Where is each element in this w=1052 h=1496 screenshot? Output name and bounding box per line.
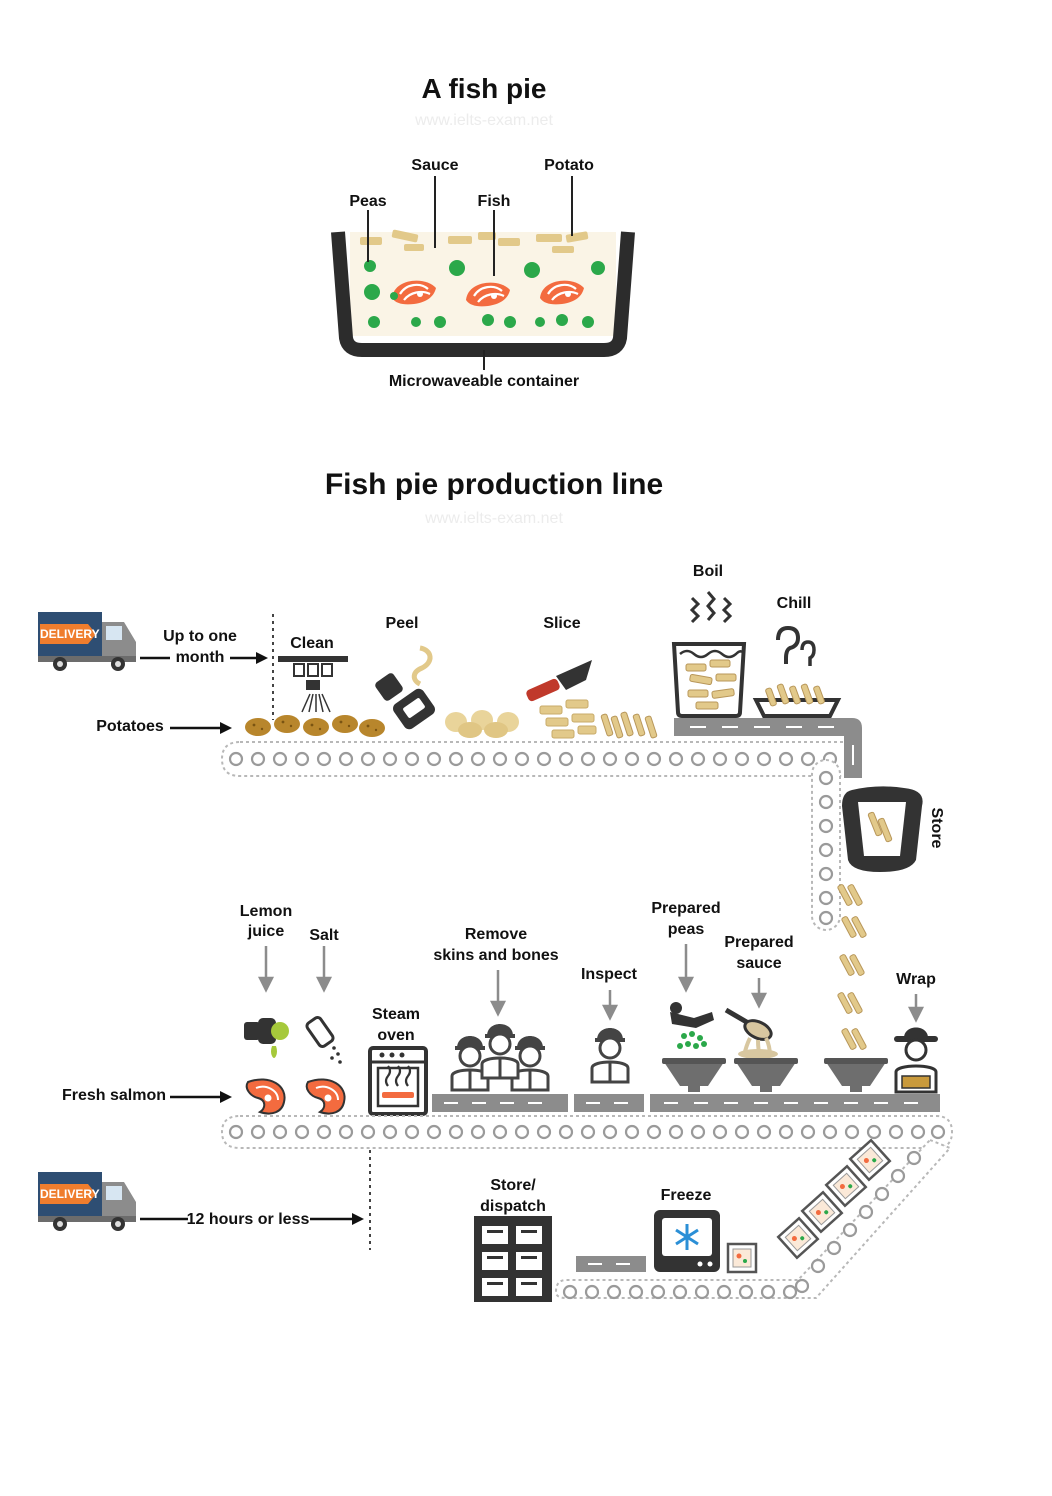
- step-prepared-peas-line1: Prepared: [651, 900, 720, 917]
- potato-delivery-time-line2: month: [176, 649, 225, 666]
- funnel-potatoes: [824, 1058, 888, 1092]
- step-lemon-juice-line2: juice: [247, 923, 285, 940]
- freezer-icon: [654, 1210, 720, 1272]
- workers-remove-icon: [450, 1022, 550, 1092]
- conveyor-right-vertical: [811, 759, 841, 931]
- grey-arrow-inspect: [601, 990, 619, 1021]
- potato-slices: [539, 699, 597, 739]
- grey-arrows-lemon-salt: [257, 946, 333, 993]
- step-steam-oven-line1: Steam: [372, 1006, 420, 1023]
- belt-boil-chill: [674, 718, 862, 778]
- peeler-icon: [375, 645, 435, 730]
- falling-fries: [837, 884, 867, 1050]
- step-lemon-juice-line1: Lemon: [240, 903, 292, 920]
- step-store-dispatch-line2: dispatch: [480, 1198, 546, 1215]
- conveyor-top: [220, 741, 861, 777]
- peas-scoop-icon: [670, 1002, 714, 1049]
- pie-label-container: Microwaveable container: [389, 373, 579, 390]
- pie-peas: [364, 260, 605, 328]
- arrow-fresh-salmon: [170, 1091, 232, 1103]
- grey-arrow-peas: [677, 944, 695, 993]
- grey-arrow-wrap: [907, 994, 925, 1023]
- arrow-potato-delivery: [140, 652, 268, 664]
- step-chill: Chill: [777, 595, 812, 612]
- input-potatoes: Potatoes: [96, 718, 164, 735]
- pie-watermark: www.ielts-exam.net: [414, 112, 553, 129]
- boil-pot-icon: [671, 591, 747, 718]
- belt-freeze: [576, 1256, 646, 1272]
- step-prepared-peas-line2: peas: [668, 921, 705, 938]
- step-boil: Boil: [693, 563, 723, 580]
- step-inspect: Inspect: [581, 966, 638, 983]
- input-fresh-salmon: Fresh salmon: [62, 1087, 166, 1104]
- step-clean: Clean: [290, 635, 334, 652]
- snowflake-icon: [675, 1224, 699, 1250]
- step-prepared-sauce-line1: Prepared: [724, 934, 793, 951]
- funnel-peas: [662, 1058, 726, 1092]
- grey-arrow-sauce: [750, 978, 768, 1009]
- potato-delivery-time-line1: Up to one: [163, 628, 237, 645]
- pie-label-fish: Fish: [478, 193, 511, 210]
- conveyor-diagonal: [554, 1138, 952, 1300]
- step-slice: Slice: [543, 615, 580, 632]
- funnel-sauce: [734, 1058, 798, 1092]
- salt-shaker-icon: [305, 1016, 342, 1064]
- conveyor-bottom: [220, 1115, 954, 1149]
- salmon-fillets: [245, 1078, 346, 1115]
- pie-fish: [390, 279, 586, 308]
- delivery-truck-potatoes: DELIVERY: [38, 612, 136, 671]
- potatoes-peeled: [445, 710, 519, 738]
- step-store: Store: [928, 808, 945, 849]
- step-peel: Peel: [386, 615, 419, 632]
- potato-fries: [600, 711, 658, 739]
- delivery-truck-salmon: DELIVERY: [38, 1172, 136, 1231]
- step-prepared-sauce-line2: sauce: [736, 955, 781, 972]
- worker-wrap-icon: [894, 1027, 938, 1094]
- belt-bottom-blocks: [432, 1094, 940, 1112]
- knife-icon: [526, 660, 592, 702]
- grey-arrow-remove: [489, 970, 507, 1017]
- pie-label-potato: Potato: [544, 157, 594, 174]
- production-watermark: www.ielts-exam.net: [424, 510, 563, 527]
- step-remove-line2: skins and bones: [433, 947, 558, 964]
- pie-label-peas: Peas: [349, 193, 386, 210]
- lemon-squeeze-icon: [244, 1018, 289, 1058]
- step-salt: Salt: [309, 927, 339, 944]
- clean-sprayer-icon: [278, 656, 348, 713]
- warehouse-icon: [474, 1216, 552, 1302]
- step-remove-line1: Remove: [465, 926, 527, 943]
- truck-label: DELIVERY: [40, 1187, 100, 1201]
- salmon-delivery-time: 12 hours or less: [187, 1211, 310, 1228]
- pie-leader-lines: [367, 176, 573, 370]
- sauce-ladle-icon: [724, 1007, 778, 1059]
- store-sack-icon: [842, 786, 923, 872]
- pie-label-sauce: Sauce: [411, 157, 458, 174]
- step-wrap: Wrap: [896, 971, 936, 988]
- conveyor-top-rollers: [228, 751, 838, 767]
- truck-label: DELIVERY: [40, 627, 100, 641]
- step-store-dispatch-line1: Store/: [490, 1177, 536, 1194]
- step-freeze: Freeze: [661, 1187, 712, 1204]
- arrow-potatoes: [170, 722, 232, 734]
- arrow-salmon-delivery: [140, 1213, 364, 1225]
- production-title: Fish pie production line: [325, 468, 663, 501]
- steam-oven-icon: [368, 1046, 428, 1116]
- chill-tray-icon: [752, 625, 842, 718]
- conveyor-bottom-rollers: [228, 1124, 946, 1140]
- potatoes-dirty: [245, 715, 385, 737]
- step-steam-oven-line2: oven: [377, 1027, 414, 1044]
- worker-inspect-icon: [590, 1026, 630, 1084]
- pie-title: A fish pie: [422, 73, 547, 104]
